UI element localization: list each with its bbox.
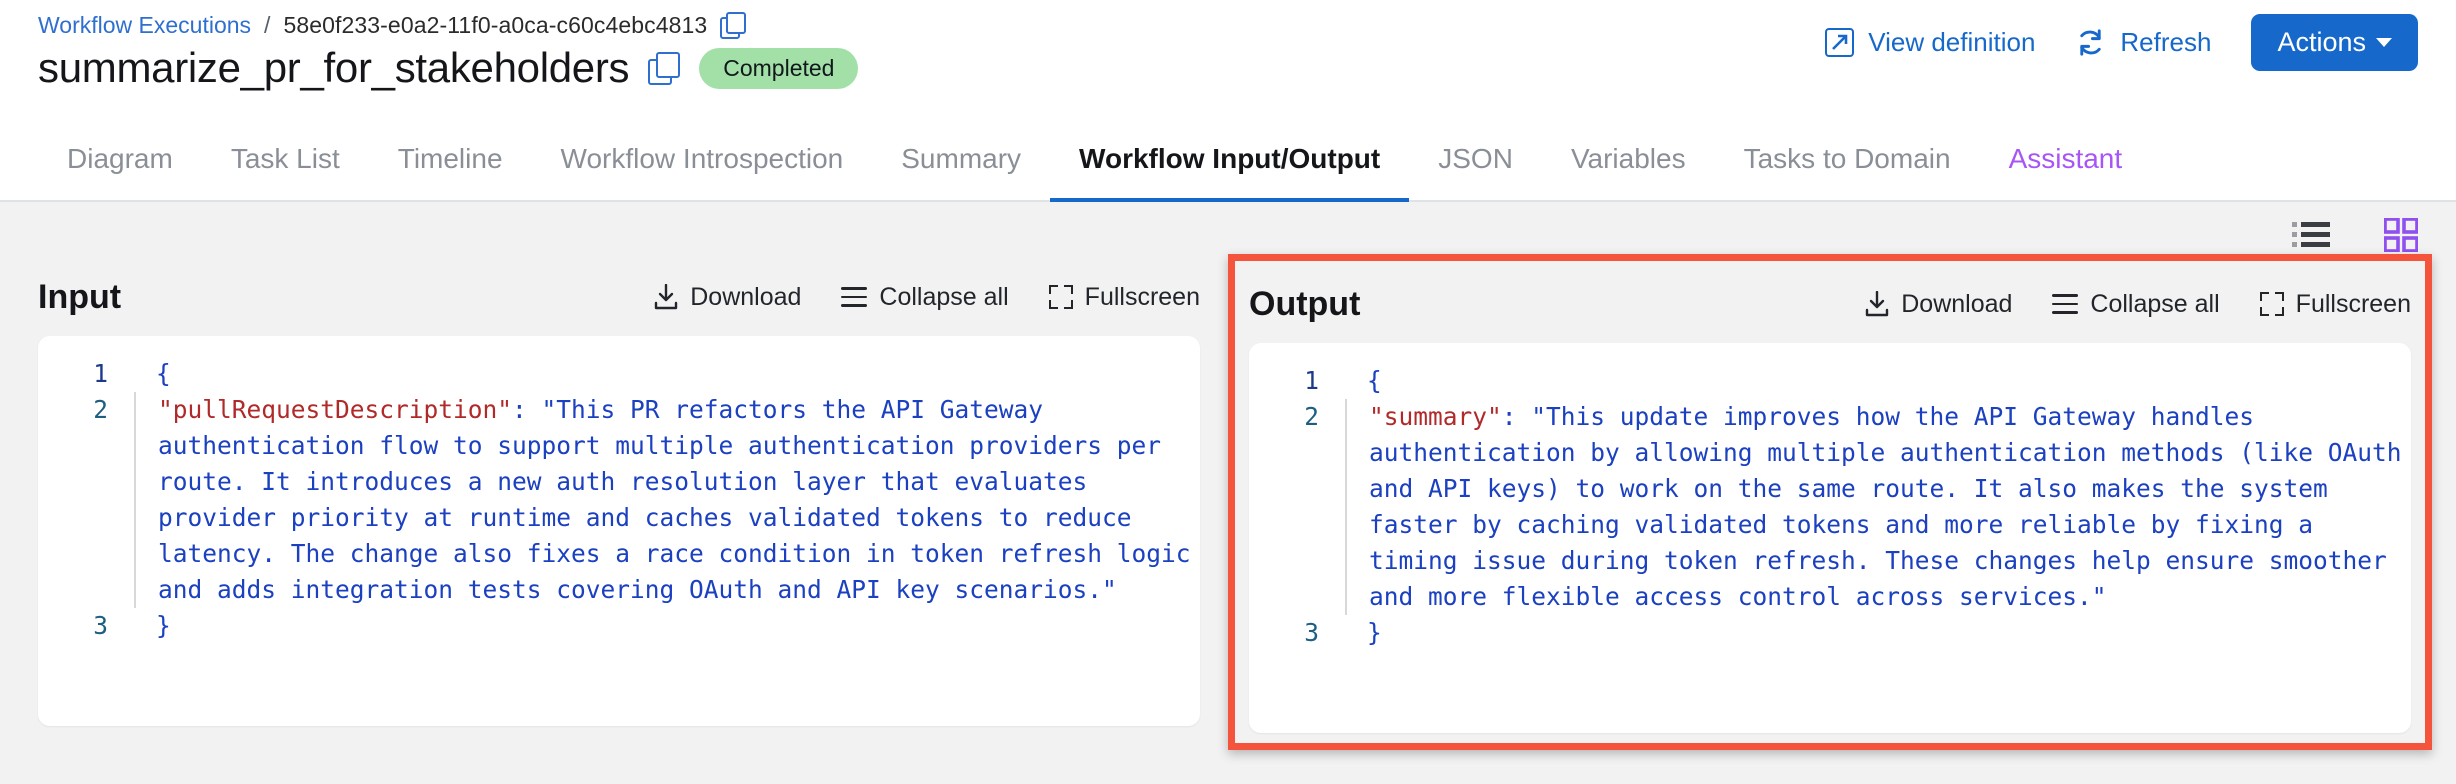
status-badge: Completed	[699, 47, 859, 89]
json-value: "This PR refactors the API Gateway authe…	[158, 395, 1191, 604]
tab-label: Variables	[1570, 143, 1686, 174]
tab-bar: Diagram Task List Timeline Workflow Intr…	[0, 117, 2456, 203]
input-code-viewer[interactable]: 1 { 2 "pullRequestDescription": "This PR…	[38, 336, 1200, 726]
refresh-button[interactable]: Refresh	[2075, 27, 2211, 58]
input-fullscreen-label: Fullscreen	[1084, 282, 1200, 311]
tab-task-list[interactable]: Task List	[202, 117, 369, 201]
breadcrumb-separator: /	[264, 11, 271, 38]
tab-workflow-introspection[interactable]: Workflow Introspection	[532, 117, 873, 201]
input-download-button[interactable]: Download	[654, 283, 801, 312]
tab-label: Timeline	[397, 143, 503, 174]
hamburger-icon	[841, 287, 868, 307]
fullscreen-icon	[2259, 292, 2284, 316]
tab-assistant[interactable]: Assistant	[1980, 117, 2152, 201]
grid-view-icon[interactable]	[2384, 218, 2418, 252]
input-panel-tools: Download Collapse all Fullscreen	[654, 283, 1200, 312]
input-panel-header: Input Download Collapse all	[38, 268, 1200, 326]
line-number: 1	[1304, 366, 1319, 395]
breadcrumb: Workflow Executions / 58e0f233-e0a2-11f0…	[38, 0, 2418, 40]
tab-label: JSON	[1438, 143, 1513, 174]
header-actions: View definition Refresh Actions	[1825, 14, 2418, 71]
chevron-down-icon	[2376, 38, 2392, 47]
page-header: Workflow Executions / 58e0f233-e0a2-11f0…	[0, 0, 2456, 118]
line-number: 1	[93, 359, 108, 388]
tab-label: Tasks to Domain	[1743, 143, 1951, 174]
line-number: 3	[93, 611, 108, 640]
breadcrumb-link-workflow-executions[interactable]: Workflow Executions	[38, 11, 252, 38]
input-panel: Input Download Collapse all	[38, 268, 1200, 736]
code-line: 1 {	[38, 356, 1200, 392]
input-fullscreen-button[interactable]: Fullscreen	[1048, 282, 1200, 312]
download-icon	[655, 284, 678, 310]
json-punctuation: :	[1501, 402, 1532, 431]
tab-label: Workflow Input/Output	[1079, 143, 1381, 174]
external-link-arrow-icon	[1832, 34, 1848, 50]
line-content: {	[1367, 366, 1382, 395]
tab-label: Diagram	[67, 143, 173, 174]
output-download-label: Download	[1901, 289, 2013, 318]
download-icon	[1866, 291, 1889, 317]
code-line: 3 }	[38, 608, 1200, 644]
external-link-icon	[1825, 28, 1855, 57]
content-area: Input Download Collapse all	[0, 202, 2456, 784]
output-panel-title: Output	[1249, 284, 1361, 323]
input-collapse-all-label: Collapse all	[879, 282, 1009, 311]
tab-label: Workflow Introspection	[560, 143, 844, 174]
json-punctuation: :	[512, 395, 542, 424]
line-content: }	[156, 611, 171, 640]
page-title: summarize_pr_for_stakeholders	[38, 44, 630, 91]
line-content: }	[1367, 618, 1382, 647]
refresh-label: Refresh	[2120, 27, 2212, 57]
tab-tasks-to-domain[interactable]: Tasks to Domain	[1715, 117, 1980, 201]
view-toggle	[2292, 218, 2418, 252]
tab-summary[interactable]: Summary	[872, 117, 1050, 201]
title-row: summarize_pr_for_stakeholders Completed	[38, 44, 2418, 92]
view-definition-button[interactable]: View definition	[1825, 27, 2035, 58]
line-number: 3	[1304, 618, 1319, 647]
tab-timeline[interactable]: Timeline	[369, 117, 532, 201]
code-line: 1 {	[1249, 363, 2411, 399]
input-panel-title: Input	[38, 277, 122, 316]
line-number: 2	[93, 395, 108, 424]
output-panel: Output Download Collapse all	[1228, 254, 2432, 750]
code-line: 2 "pullRequestDescription": "This PR ref…	[38, 392, 1200, 608]
fullscreen-icon	[1048, 285, 1073, 309]
json-key: "pullRequestDescription"	[158, 395, 513, 424]
output-collapse-all-button[interactable]: Collapse all	[2052, 289, 2220, 319]
list-view-icon[interactable]	[2292, 220, 2330, 250]
tab-variables[interactable]: Variables	[1542, 117, 1715, 201]
line-content: "summary": "This update improves how the…	[1345, 399, 2411, 615]
io-panels: Input Download Collapse all	[38, 202, 2432, 750]
tab-json[interactable]: JSON	[1409, 117, 1542, 201]
code-line: 3 }	[1249, 615, 2411, 651]
tab-label: Assistant	[2008, 143, 2123, 174]
line-content: "pullRequestDescription": "This PR refac…	[134, 392, 1200, 608]
output-code-viewer[interactable]: 1 { 2 "summary": "This update improves h…	[1249, 343, 2411, 733]
tab-label: Task List	[230, 143, 340, 174]
line-number: 2	[1304, 402, 1319, 431]
output-collapse-all-label: Collapse all	[2090, 289, 2220, 318]
tab-diagram[interactable]: Diagram	[38, 117, 202, 201]
line-content: {	[156, 359, 171, 388]
input-collapse-all-button[interactable]: Collapse all	[841, 282, 1009, 312]
actions-label: Actions	[2277, 27, 2366, 57]
output-panel-tools: Download Collapse all Fullscreen	[1865, 290, 2411, 319]
json-key: "summary"	[1369, 402, 1502, 431]
output-panel-header: Output Download Collapse all	[1249, 275, 2411, 333]
breadcrumb-execution-id: 58e0f233-e0a2-11f0-a0ca-c60c4ebc4813	[283, 11, 708, 38]
output-fullscreen-label: Fullscreen	[2295, 289, 2411, 318]
output-fullscreen-button[interactable]: Fullscreen	[2259, 289, 2411, 319]
code-line: 2 "summary": "This update improves how t…	[1249, 399, 2411, 615]
refresh-icon	[2080, 29, 2102, 56]
json-value: "This update improves how the API Gatewa…	[1369, 402, 2402, 611]
tab-label: Summary	[901, 143, 1022, 174]
input-download-label: Download	[690, 282, 802, 311]
actions-button[interactable]: Actions	[2251, 14, 2418, 71]
output-download-button[interactable]: Download	[1865, 290, 2012, 319]
copy-icon[interactable]	[648, 52, 681, 85]
copy-icon[interactable]	[720, 12, 747, 39]
hamburger-icon	[2052, 294, 2079, 314]
view-definition-label: View definition	[1868, 27, 2036, 57]
tab-workflow-input-output[interactable]: Workflow Input/Output	[1050, 117, 1410, 203]
